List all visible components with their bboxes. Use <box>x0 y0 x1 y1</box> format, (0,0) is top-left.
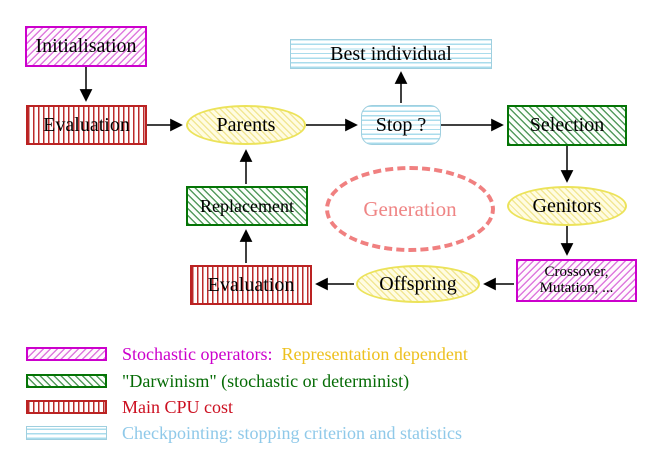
legend-representation-text: Representation dependent <box>281 344 468 364</box>
node-replacement-label: Replacement <box>200 195 294 216</box>
legend-swatch-cpu <box>26 400 107 414</box>
node-evaluation-top: Evaluation <box>26 105 147 145</box>
node-evaluation-bottom-label: Evaluation <box>207 273 295 296</box>
legend-swatch-stochastic <box>26 347 107 361</box>
node-crossover-line1: Crossover, <box>544 263 609 280</box>
legend-swatch-checkpointing <box>26 426 107 440</box>
node-offspring-label: Offspring <box>379 272 457 295</box>
node-stop-label: Stop ? <box>375 113 427 136</box>
node-offspring: Offspring <box>356 265 480 303</box>
legend-label-cpu: Main CPU cost <box>122 397 234 417</box>
node-best-individual-label: Best individual <box>330 42 452 65</box>
node-stop: Stop ? <box>361 105 441 145</box>
node-evaluation-top-label: Evaluation <box>43 113 130 136</box>
node-selection: Selection <box>507 105 627 146</box>
node-crossover-mutation: Crossover, Mutation, ... <box>516 259 637 302</box>
node-initialisation: Initialisation <box>25 26 147 67</box>
node-parents-label: Parents <box>216 113 276 136</box>
legend-stochastic-text: Stochastic operators: <box>122 344 273 364</box>
generation-label: Generation <box>363 196 457 221</box>
node-crossover-line2: Mutation, ... <box>539 279 614 296</box>
node-genitors: Genitors <box>507 186 627 226</box>
legend-swatch-darwinism <box>26 374 107 388</box>
node-selection-label: Selection <box>529 114 605 136</box>
legend-label-checkpointing: Checkpointing: stopping criterion and st… <box>122 423 462 443</box>
node-evaluation-bottom: Evaluation <box>190 265 312 305</box>
node-replacement: Replacement <box>186 186 308 226</box>
node-best-individual: Best individual <box>290 39 492 69</box>
generation-loop-ellipse: Generation <box>325 166 495 252</box>
node-parents: Parents <box>186 105 306 145</box>
node-genitors-label: Genitors <box>532 194 602 217</box>
legend-label-darwinism: "Darwinism" (stochastic or determinist) <box>122 371 410 391</box>
node-initialisation-label: Initialisation <box>35 35 137 57</box>
legend-label-stochastic: Stochastic operators: Representation dep… <box>122 344 468 365</box>
